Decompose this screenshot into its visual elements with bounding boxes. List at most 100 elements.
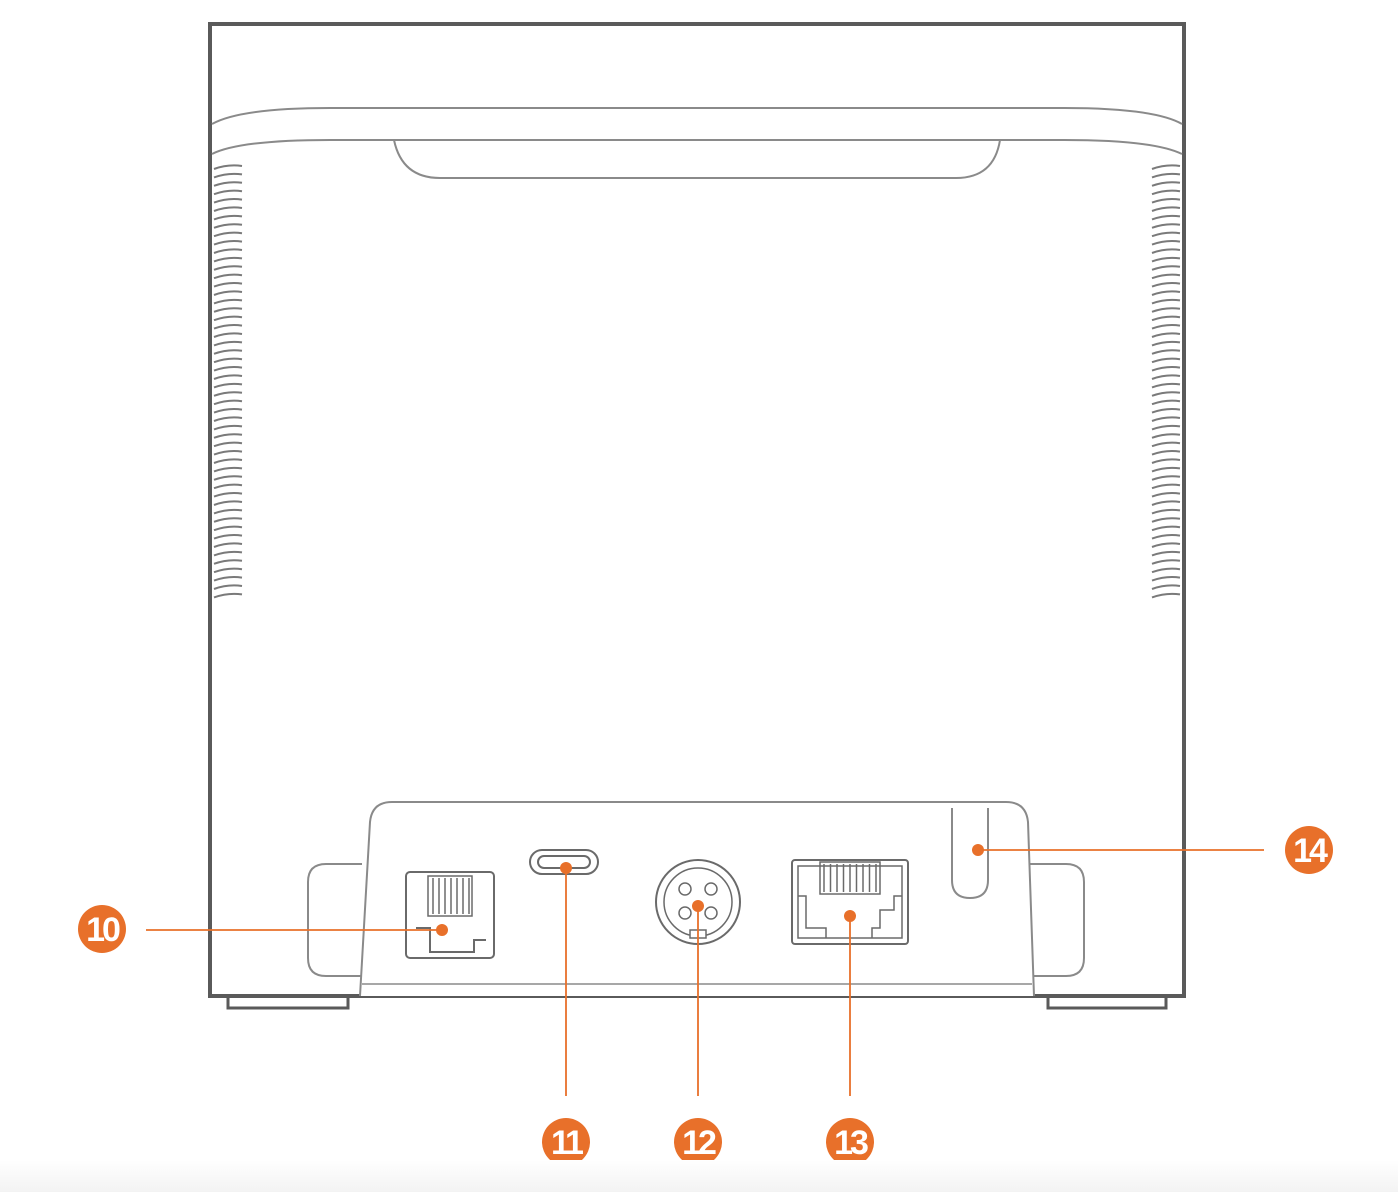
vent-slat xyxy=(213,307,243,313)
vent-slat xyxy=(213,576,243,582)
vent-slat xyxy=(1151,214,1181,221)
vent-slat xyxy=(1151,357,1181,364)
callout-dot-10 xyxy=(436,924,448,936)
lid-edge-outer xyxy=(211,107,1183,125)
vent-slat xyxy=(1151,559,1181,565)
callout-dot-14 xyxy=(972,844,984,856)
vent-slat xyxy=(213,349,243,355)
vent-slat xyxy=(1151,307,1181,313)
vent-slat xyxy=(213,559,243,565)
vent-slat xyxy=(1151,273,1181,280)
vent-slat xyxy=(1151,550,1181,557)
vent-slat xyxy=(1151,172,1181,179)
vent-slat xyxy=(213,517,243,523)
vent-slat xyxy=(1151,240,1181,246)
vent-slat xyxy=(213,424,243,431)
vent-slat xyxy=(213,206,243,212)
vent-slat xyxy=(213,534,243,540)
vent-slat xyxy=(213,256,243,263)
vent-slat xyxy=(1151,441,1181,448)
vent-slat xyxy=(1151,525,1181,532)
vent-slat xyxy=(213,214,243,221)
vent-slat xyxy=(1151,315,1181,322)
vent-slat xyxy=(1151,324,1181,330)
vent-slat xyxy=(213,357,243,364)
vent-slat xyxy=(213,466,243,473)
vent-slat xyxy=(213,282,243,288)
vent-slat xyxy=(1151,458,1181,464)
vent-slat xyxy=(213,525,243,532)
vent-slat xyxy=(213,290,243,296)
vent-slat xyxy=(213,231,243,238)
vent-slat xyxy=(1151,408,1181,414)
vent-slat xyxy=(213,567,243,574)
right-side-tab xyxy=(1030,863,1085,977)
power-button-slot xyxy=(951,808,989,900)
callout-label-10: 10 xyxy=(86,911,120,949)
callout-label-14: 14 xyxy=(1293,832,1328,870)
vent-slat xyxy=(1151,475,1181,481)
vent-slat xyxy=(213,542,243,548)
vent-slat xyxy=(1151,416,1181,422)
vent-slat xyxy=(1151,198,1181,204)
vent-slat xyxy=(1151,206,1181,212)
callout-label-13: 13 xyxy=(834,1124,868,1162)
vent-slat xyxy=(213,298,243,305)
callout-label-12: 12 xyxy=(682,1124,716,1162)
vent-slat xyxy=(1151,181,1181,187)
vent-slat xyxy=(213,592,243,599)
vent-slat xyxy=(213,265,243,271)
vent-slat xyxy=(213,273,243,280)
vent-slat xyxy=(1151,450,1181,456)
ethernet-port xyxy=(791,859,909,945)
vent-slat xyxy=(213,340,243,347)
vent-slat xyxy=(1151,433,1181,439)
vent-slat xyxy=(213,223,243,229)
vent-slat xyxy=(213,391,243,397)
vent-slat xyxy=(1151,256,1181,263)
callout-dots xyxy=(436,844,984,936)
vent-slat xyxy=(1151,483,1181,490)
callout-badge-14: 14 xyxy=(1285,826,1333,874)
vent-slat xyxy=(1151,349,1181,355)
vent-slat xyxy=(213,508,243,515)
vent-slat xyxy=(213,408,243,414)
vent-slat xyxy=(213,164,243,170)
callout-dot-11 xyxy=(560,862,572,874)
vent-slat xyxy=(1151,466,1181,473)
vent-slat xyxy=(213,248,243,254)
vent-slat xyxy=(213,324,243,330)
left-vent-grille xyxy=(213,164,243,599)
callout-dot-12 xyxy=(692,900,704,912)
vent-slat xyxy=(213,315,243,322)
vent-slat xyxy=(1151,290,1181,296)
vent-slat xyxy=(213,172,243,179)
vent-slat xyxy=(213,483,243,490)
vent-slat xyxy=(1151,567,1181,574)
callout-badge-12: 12 xyxy=(674,1118,722,1166)
vent-slat xyxy=(213,240,243,246)
paper-slot xyxy=(393,139,1001,179)
vent-slat xyxy=(1151,223,1181,229)
vent-slat xyxy=(1151,424,1181,431)
vent-slat xyxy=(1151,366,1181,372)
vent-slat xyxy=(1151,231,1181,238)
vent-slat xyxy=(1151,576,1181,582)
vent-slat xyxy=(213,374,243,380)
vent-slat xyxy=(213,198,243,204)
callout-badge-11: 11 xyxy=(542,1118,590,1166)
vent-slat xyxy=(1151,500,1181,506)
vent-slat xyxy=(1151,399,1181,406)
vent-slat xyxy=(213,492,243,498)
vent-slat xyxy=(1151,265,1181,271)
vent-slat xyxy=(213,500,243,506)
callout-dot-13 xyxy=(844,910,856,922)
rj11-port xyxy=(405,871,495,959)
vent-slat xyxy=(1151,534,1181,540)
vent-slat xyxy=(1151,508,1181,515)
vent-slat xyxy=(213,450,243,456)
vent-slat xyxy=(1151,332,1181,338)
vent-slat xyxy=(1151,542,1181,548)
